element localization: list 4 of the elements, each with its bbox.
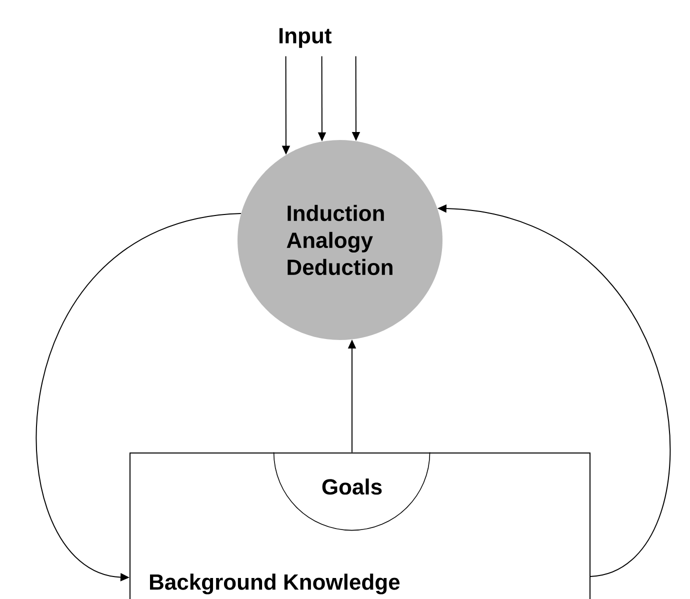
goals-semicircle: Goals [273, 452, 430, 531]
stipple-cloud: Induction Analogy Deduction [238, 140, 442, 340]
input-label: Input [279, 28, 332, 48]
arrow [36, 212, 242, 582]
